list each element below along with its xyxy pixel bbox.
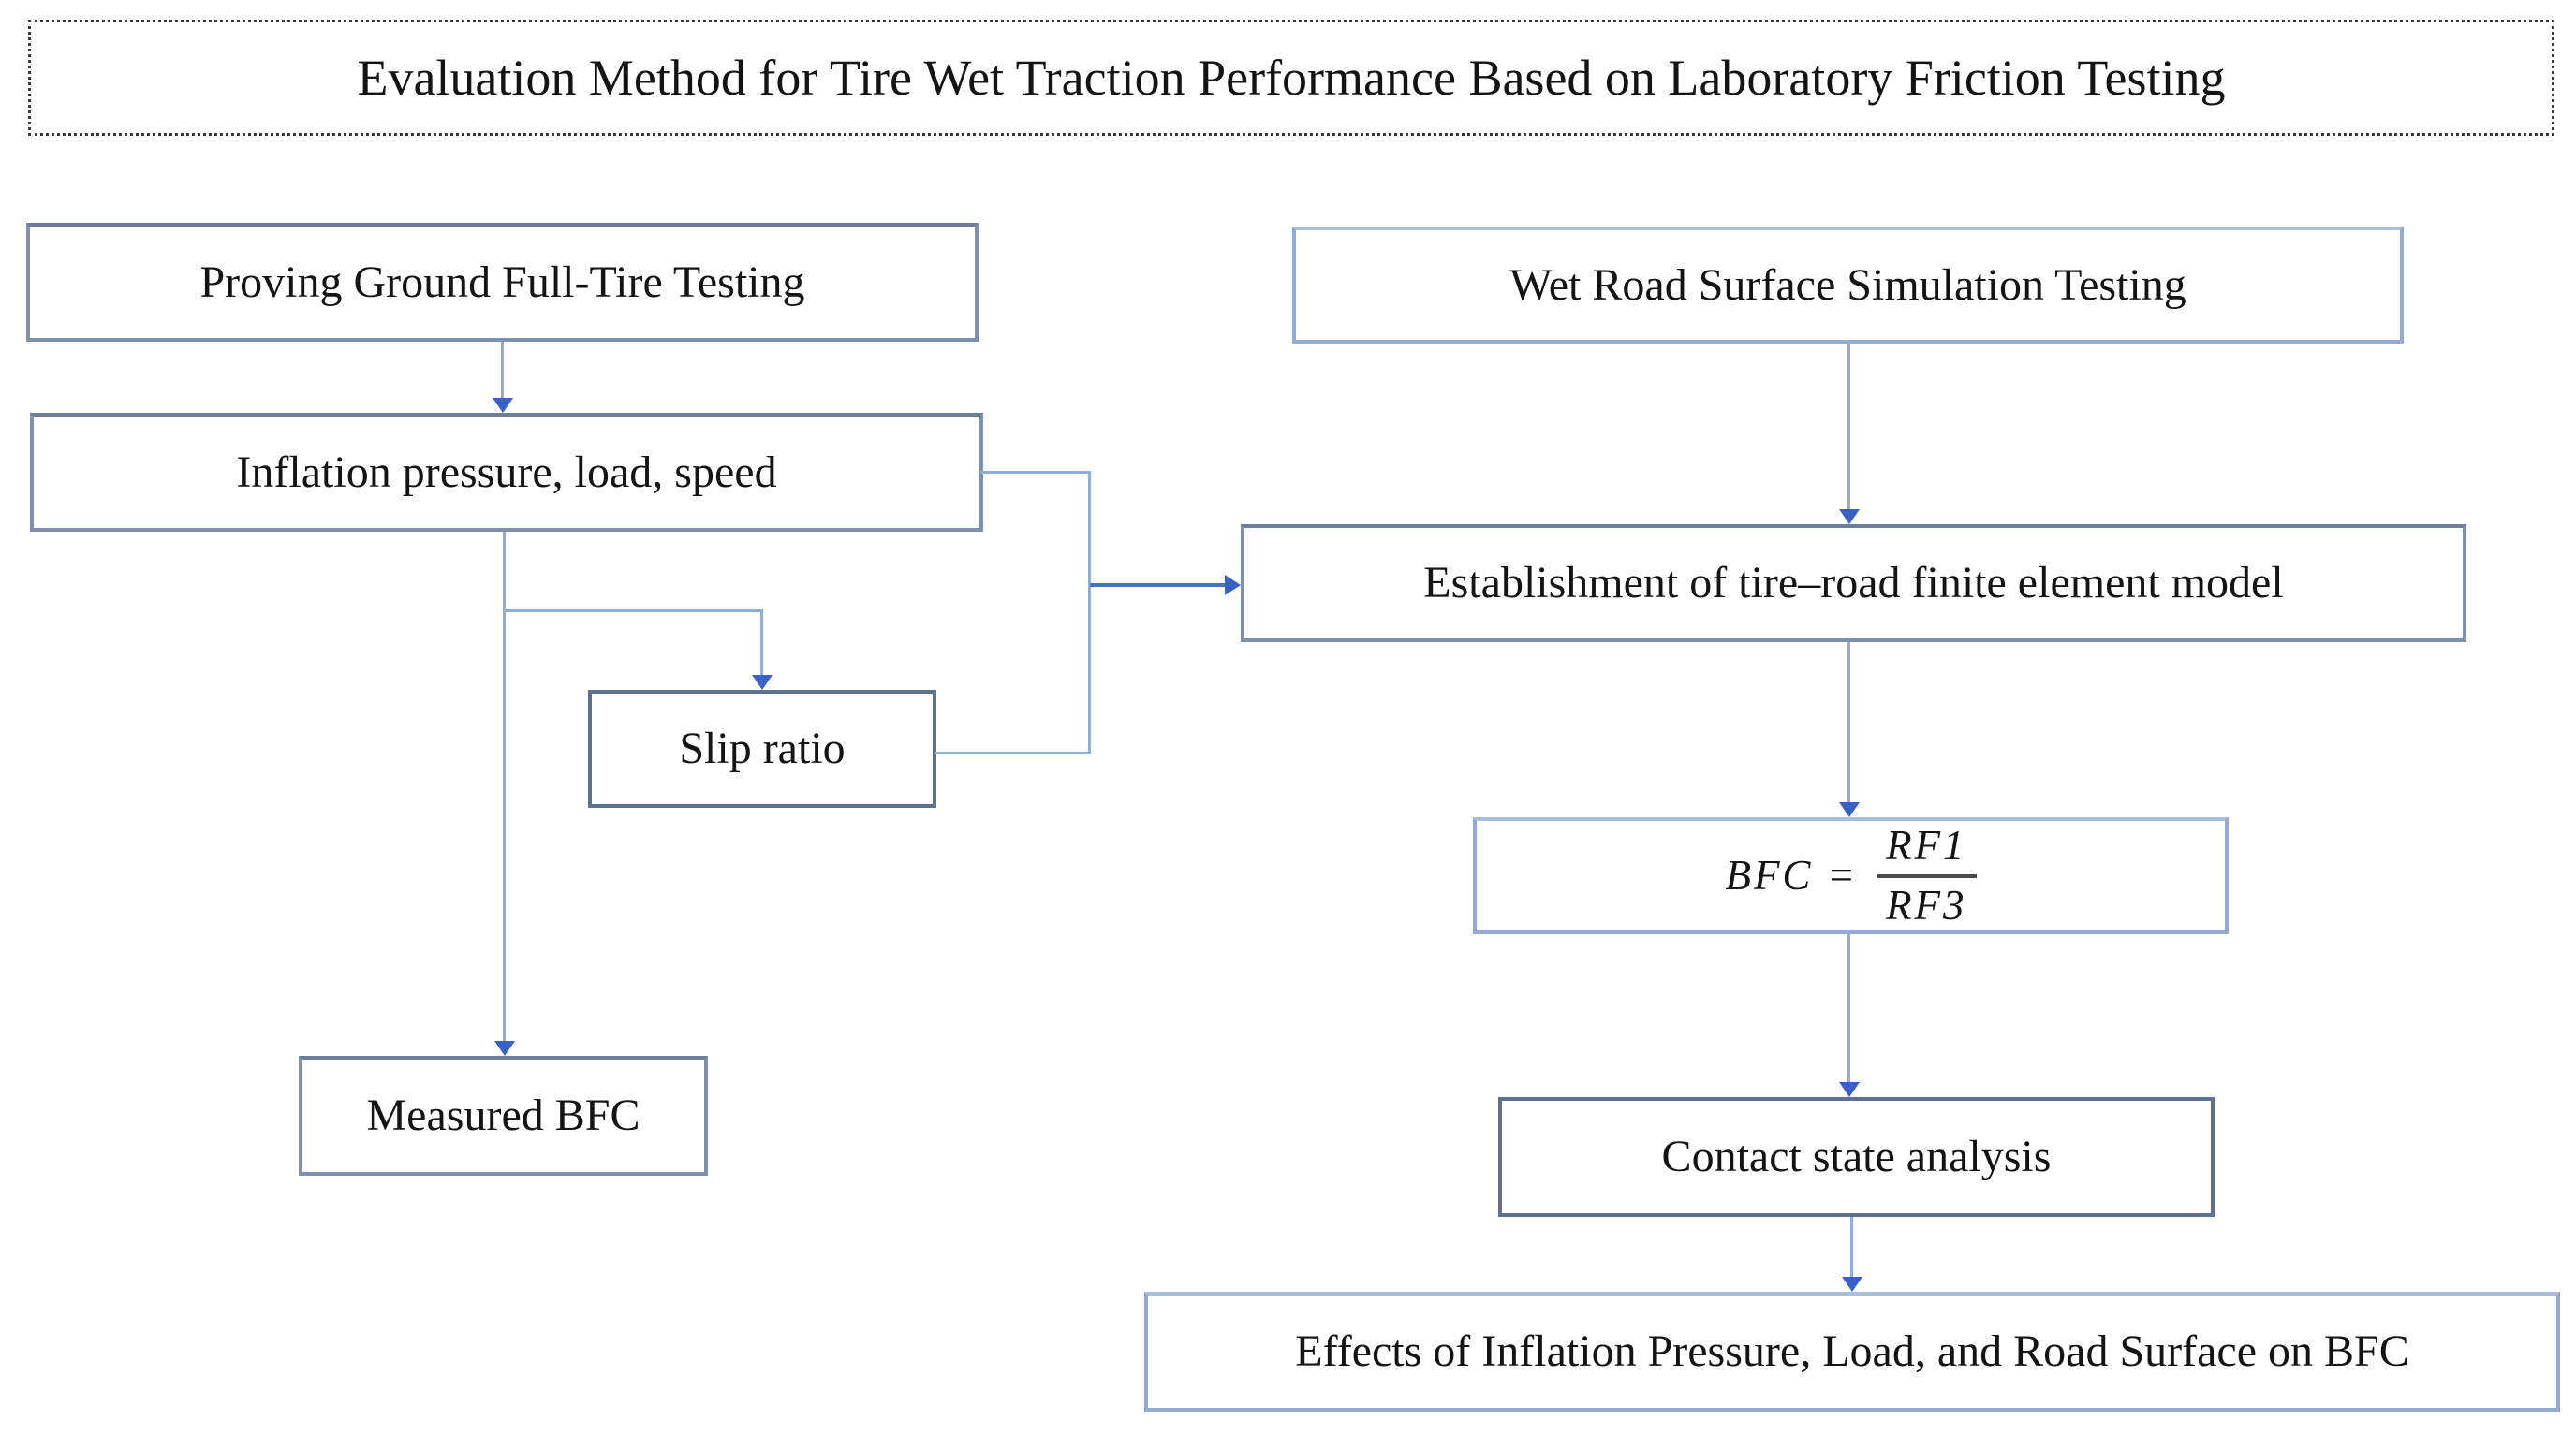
bfc-formula: BFC = RF1 RF3 [1725,822,1977,929]
connector-formula-to-contact-arrowhead-icon [1839,1082,1860,1097]
connector-contact-to-effects-arrowhead-icon [1842,1277,1862,1292]
box-wet-road-surface-simulation-testing: Wet Road Surface Simulation Testing [1292,227,2404,344]
connector-wetroad-to-establishment-arrowhead-icon [1839,509,1860,524]
connector-contact-to-effects-line [1850,1217,1853,1279]
connector-junction-to-establishment-arrowhead-icon [1225,575,1241,595]
connector-branch-to-slip-arrowhead-icon [752,675,773,690]
connector-proving-to-inflation-arrowhead-icon [493,398,513,413]
connector-wetroad-to-establishment-line [1847,344,1850,511]
box-inflation-pressure-load-speed: Inflation pressure, load, speed [30,413,983,532]
formula-numerator: RF1 [1877,822,1977,878]
wet-road-label: Wet Road Surface Simulation Testing [1509,259,2186,310]
box-contact-state-analysis: Contact state analysis [1498,1097,2215,1217]
box-effects-on-bfc: Effects of Inflation Pressure, Load, and… [1144,1292,2560,1412]
box-establishment-fe-model: Establishment of tire–road finite elemen… [1241,524,2466,642]
inflation-label: Inflation pressure, load, speed [236,447,777,497]
connector-formula-to-contact-line [1847,934,1850,1084]
formula-denominator: RF3 [1886,881,1967,929]
box-bfc-formula: BFC = RF1 RF3 [1473,817,2229,934]
establishment-label: Establishment of tire–road finite elemen… [1423,558,2284,608]
connector-junction-vertical-line [1088,471,1091,754]
connector-branch-to-slip-vertical-line [760,609,763,677]
connector-establishment-to-formula-line [1847,642,1850,804]
box-slip-ratio: Slip ratio [588,690,936,808]
box-measured-bfc: Measured BFC [299,1056,708,1176]
connector-inflation-to-junction-line [980,471,1091,474]
title-box: Evaluation Method for Tire Wet Traction … [28,20,2554,136]
connector-slip-to-junction-line [935,752,1091,754]
proving-ground-label: Proving Ground Full-Tire Testing [199,256,805,307]
connector-inflation-to-measured-arrowhead-icon [494,1041,515,1056]
formula-lhs: BFC = [1725,851,1859,899]
connector-junction-to-establishment-line [1090,583,1228,587]
box-proving-ground-full-tire-testing: Proving Ground Full-Tire Testing [26,223,979,342]
connector-branch-to-slip-horizontal-line [504,609,763,612]
measured-bfc-label: Measured BFC [366,1091,640,1141]
connector-inflation-to-measured-line [503,532,506,1045]
effects-label: Effects of Inflation Pressure, Load, and… [1295,1326,2409,1377]
contact-label: Contact state analysis [1661,1132,2052,1182]
connector-establishment-to-formula-arrowhead-icon [1839,802,1860,817]
formula-fraction: RF1 RF3 [1877,822,1977,929]
connector-proving-to-inflation-line [501,342,504,400]
slip-ratio-label: Slip ratio [679,724,846,774]
title-label: Evaluation Method for Tire Wet Traction … [357,50,2226,106]
